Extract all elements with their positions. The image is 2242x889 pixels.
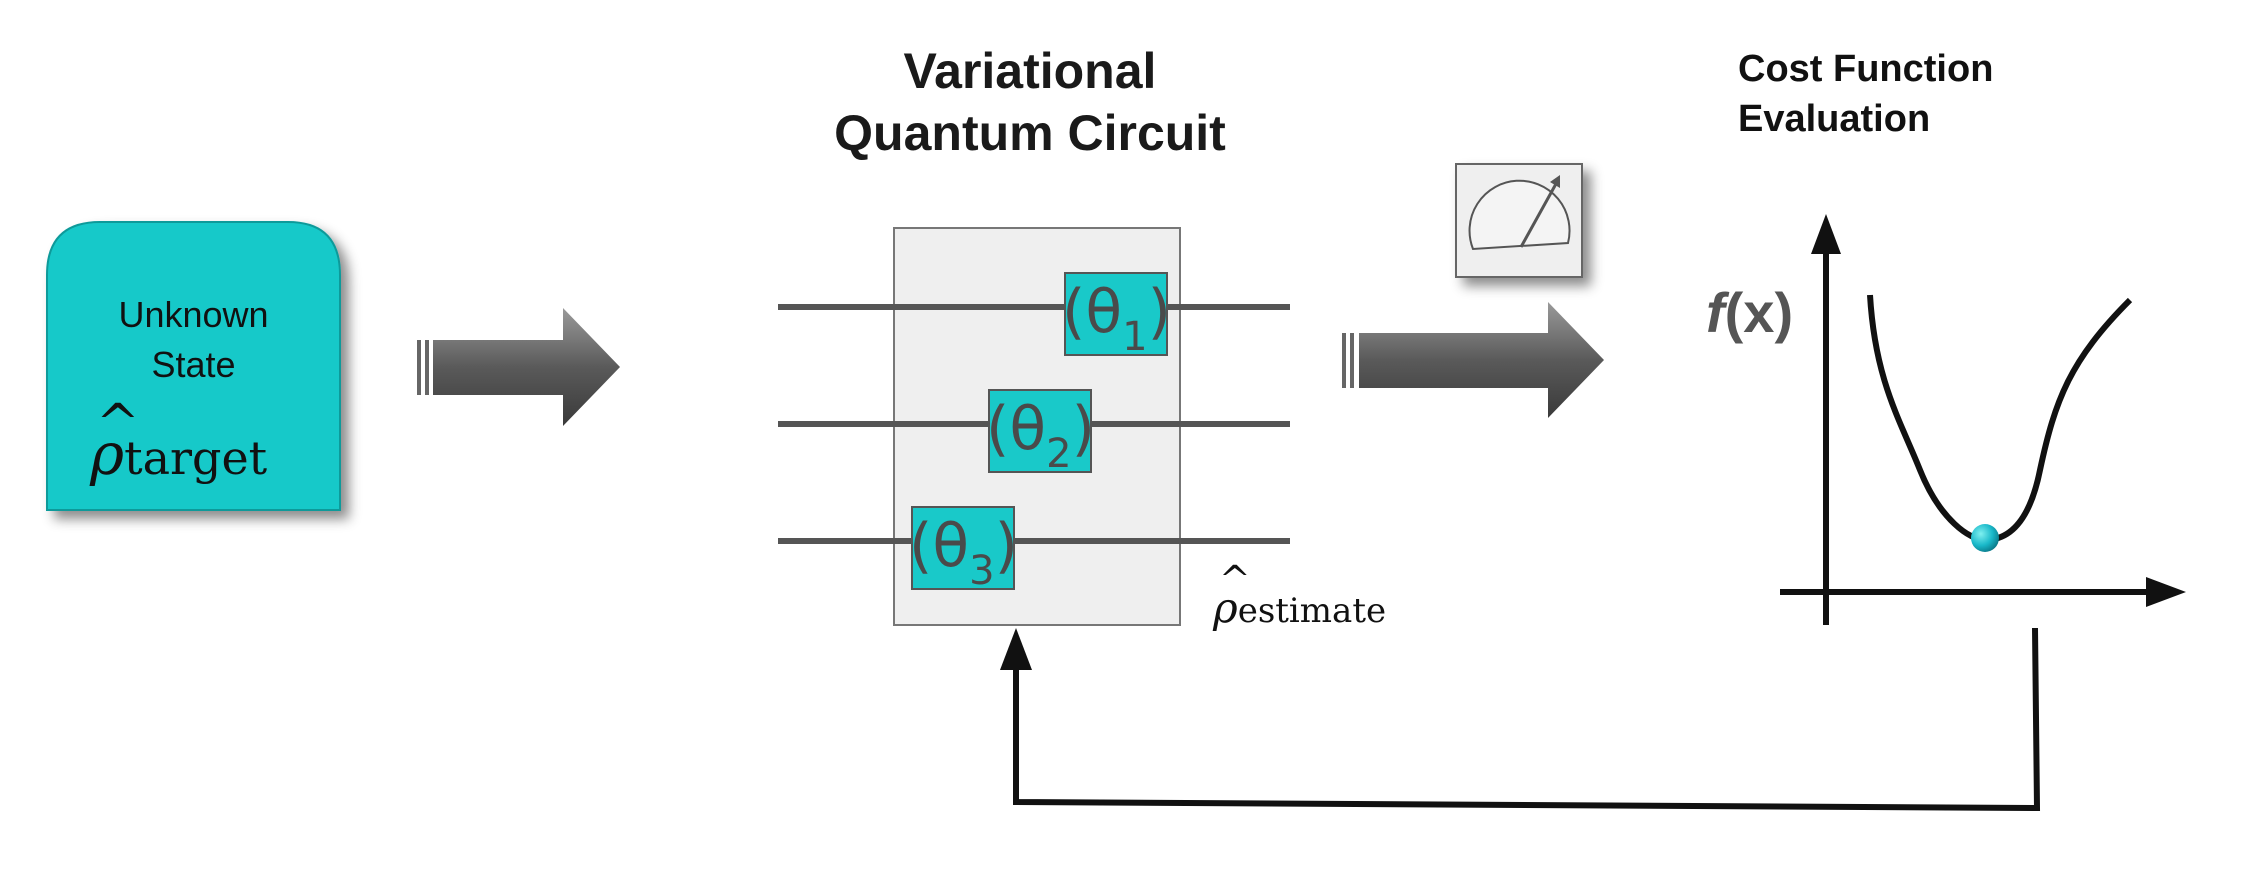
unknown-state-line1: Unknown <box>118 294 269 335</box>
unknown-state-label: Unknown State <box>46 290 341 390</box>
circuit-title-line1: Variational <box>903 43 1157 99</box>
gate-index: 1 <box>1122 314 1148 360</box>
gate-box <box>1064 272 1168 356</box>
rho-estimate-label: ^ρestimate <box>1213 557 1387 632</box>
gate-label-1: (θ1) <box>1062 274 1171 375</box>
gate-index: 3 <box>969 548 995 594</box>
x-axis-arrowhead <box>2146 577 2186 607</box>
rho-symbol: ^ρ <box>1213 557 1251 632</box>
gate-label-2: (θ2) <box>986 391 1095 492</box>
cost-plot <box>1780 214 2186 625</box>
right-arrow-icon <box>417 308 620 426</box>
rho-letter: ρ <box>90 420 125 488</box>
gate-close: ) <box>1147 277 1171 347</box>
cost-title-line1: Cost Function <box>1738 48 1994 90</box>
cost-curve <box>1867 294 2133 544</box>
rho-letter: ρ <box>1213 583 1238 632</box>
meter-icon <box>1455 163 1583 278</box>
circuit-title-line2: Quantum Circuit <box>834 105 1226 161</box>
gate-box <box>988 389 1092 473</box>
rho-target-label: ^ρtarget <box>90 394 268 488</box>
gate-box <box>911 506 1015 590</box>
gate-close: ) <box>994 511 1018 581</box>
cost-axis-f: f <box>1706 281 1725 344</box>
cost-title-line2: Evaluation <box>1738 98 1931 140</box>
rho-subscript: target <box>124 431 268 485</box>
gate-index: 2 <box>1046 431 1072 477</box>
right-arrow-icon <box>1342 302 1604 418</box>
unknown-state-box <box>46 221 341 511</box>
y-axis-arrowhead <box>1811 214 1841 254</box>
minimum-point <box>1971 524 1999 552</box>
circuit-title: Variational Quantum Circuit <box>760 40 1300 164</box>
gate-open: (θ <box>986 394 1047 464</box>
cost-axis-x: (x) <box>1724 281 1794 344</box>
unknown-state-line2: State <box>151 344 236 385</box>
cost-axis-label: f(x) <box>1706 280 1793 345</box>
gate-close: ) <box>1071 394 1095 464</box>
cost-title: Cost Function Evaluation <box>1738 44 2078 144</box>
feedback-arrow-icon <box>1000 627 2041 812</box>
hat-accent: ^ <box>96 394 140 454</box>
rho-symbol: ^ρ <box>90 394 140 488</box>
hat-accent: ^ <box>1219 557 1251 601</box>
gate-open: (θ <box>1062 277 1123 347</box>
rho-subscript: estimate <box>1237 591 1387 631</box>
gate-open: (θ <box>909 511 970 581</box>
gate-label-3: (θ3) <box>909 508 1018 609</box>
